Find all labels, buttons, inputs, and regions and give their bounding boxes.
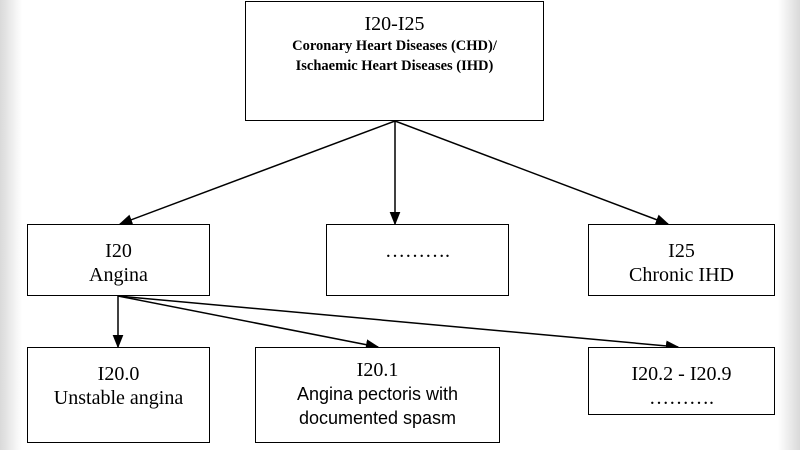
middle-node-box: ………. <box>326 224 509 296</box>
i20-1-code: I20.1 <box>356 359 399 381</box>
arrow-i20-to-i20-2-9 <box>117 295 680 352</box>
i20-1-label-line1: Angina pectoris with <box>296 384 459 404</box>
root-title-line1: Coronary Heart Diseases (CHD)/ <box>292 38 497 54</box>
i20-2-9-node-box: I20.2 - I20.9 ………. <box>588 347 775 415</box>
root-title-line2: Ischaemic Heart Diseases (IHD) <box>295 58 494 74</box>
arrow-i20-to-i20-1 <box>117 295 380 350</box>
i20-code: I20 <box>105 240 132 262</box>
i25-node-box: I25 Chronic IHD <box>588 224 775 296</box>
i20-2-9-ellipsis: ………. <box>649 387 714 409</box>
i20-label: Angina <box>89 264 148 286</box>
i20-2-9-code: I20.2 - I20.9 <box>631 363 732 385</box>
root-code: I20-I25 <box>364 13 425 35</box>
i20-0-label: Unstable angina <box>53 387 184 409</box>
arrow-root-to-i20 <box>118 120 396 225</box>
i20-1-label-line2: documented spasm <box>298 408 457 428</box>
i20-0-code: I20.0 <box>97 363 140 385</box>
i25-label: Chronic IHD <box>629 264 734 286</box>
middle-ellipsis: ………. <box>385 240 450 262</box>
i25-code: I25 <box>668 240 695 262</box>
i20-0-node-box: I20.0 Unstable angina <box>27 347 210 443</box>
i20-1-node-box: I20.1 Angina pectoris with documented sp… <box>255 347 500 443</box>
arrow-root-to-i25 <box>394 120 670 225</box>
i20-node-box: I20 Angina <box>27 224 210 296</box>
root-node-box: I20-I25 Coronary Heart Diseases (CHD)/ I… <box>245 1 544 121</box>
